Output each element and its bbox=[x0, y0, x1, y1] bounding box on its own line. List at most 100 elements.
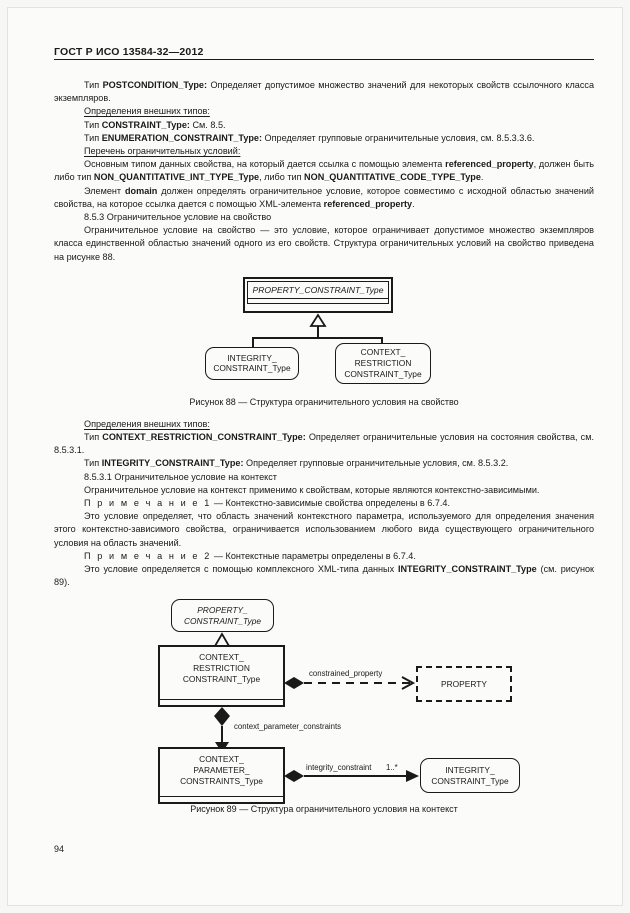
term-referenced-property-1: referenced_property bbox=[445, 159, 534, 170]
fig89-ict-line2: CONSTRAINT_Type bbox=[431, 775, 509, 786]
page-content: ГОСТ Р ИСО 13584-32—2012 Тип POSTCONDITI… bbox=[54, 46, 594, 814]
note-1-text: — Контекстно-зависимые свойства определе… bbox=[213, 498, 451, 509]
heading-external-types-label-2: Определения внешних типов: bbox=[84, 418, 210, 429]
term-non-quantitative-int-type: NON_QUANTITATIVE_INT_TYPE_Type bbox=[93, 172, 260, 183]
heading-external-type-definitions-1: Определения внешних типов: bbox=[54, 105, 594, 118]
term-context-restriction-rest: Определяет ограничительные условия на со… bbox=[54, 432, 595, 456]
term-enumeration-constraint-type: ENUMERATION_CONSTRAINT_Type: bbox=[101, 132, 263, 143]
fig88-fork bbox=[252, 336, 383, 339]
fig89-edge-label-integrity-constraint: integrity_constraint bbox=[306, 763, 372, 773]
fig89-crc-line1: CONTEXT_ bbox=[199, 652, 244, 663]
paragraph-basic-data-type: Основным типом данных свойства, на котор… bbox=[54, 158, 594, 184]
term-integrity-constraint-rest: Определяет групповые ограничительные усл… bbox=[246, 458, 509, 469]
term-postcondition-type: POSTCONDITION_Type: bbox=[102, 80, 208, 90]
fig88-branch-left bbox=[252, 336, 254, 348]
page-number: 94 bbox=[54, 844, 65, 854]
fig89-node-property-constraint-type-label: PROPERTY_CONSTRAINT_Type bbox=[184, 605, 261, 626]
p16-part-a: Это условие определяется с помощью компл… bbox=[84, 564, 398, 575]
paragraph-postcondition-type: Тип POSTCONDITION_Type: Определяет допус… bbox=[54, 80, 595, 104]
note-1: П р и м е ч а н и е 1 — Контекстно-завис… bbox=[54, 497, 594, 510]
term-integrity-constraint-type-2: INTEGRITY_CONSTRAINT_Type bbox=[397, 564, 537, 575]
term-enumeration-constraint-rest: Определяет групповые ограничительные усл… bbox=[264, 132, 535, 143]
fig89-edge-label-context-parameter-constraints: context_parameter_constraints bbox=[234, 722, 342, 732]
fig88-connectors bbox=[309, 313, 327, 327]
fig88-ctxres-line1: CONTEXT_ bbox=[360, 347, 406, 358]
fig89-crc-line3: CONSTRAINT_Type bbox=[182, 673, 261, 684]
paragraph-enumeration-constraint-type: Тип ENUMERATION_CONSTRAINT_Type: Определ… bbox=[84, 132, 535, 143]
fig89-node-integrity-constraint-type: INTEGRITY_CONSTRAINT_Type bbox=[420, 758, 520, 794]
fig89-node-context-parameter-constraints-type: CONTEXT_ PARAMETER_ CONSTRAINTS_Type bbox=[158, 747, 285, 805]
heading-external-types-label-1: Определения внешних типов: bbox=[84, 106, 210, 117]
term-integrity-constraint-type: INTEGRITY_CONSTRAINT_Type: bbox=[101, 458, 244, 469]
term-constraint-type-rest: См. 8.5. bbox=[192, 119, 226, 130]
fig88-integrity-line2: CONSTRAINT_Type bbox=[213, 363, 291, 374]
fig89-node-integrity-constraint-type-label: INTEGRITY_CONSTRAINT_Type bbox=[431, 765, 508, 786]
fig89-node-property: PROPERTY bbox=[416, 666, 512, 703]
fig89-cpc-compartment-divider bbox=[160, 796, 283, 798]
figure-88: PROPERTY_CONSTRAINT_Type INTEGRITY_CONST… bbox=[54, 275, 594, 393]
fig88-stem bbox=[317, 325, 319, 338]
paragraph-condition-xml-type: Это условие определяется с помощью компл… bbox=[54, 563, 594, 589]
figure-89: PROPERTY_CONSTRAINT_Type bbox=[54, 595, 594, 805]
paragraph-property-constraint-definition: Ограничительное условие на свойство — эт… bbox=[54, 225, 594, 262]
figure-89-caption: Рисунок 89 — Структура ограничительного … bbox=[190, 804, 458, 815]
spacer-after-figure-88 bbox=[54, 407, 594, 418]
fig89-edge-label-constrained-property: constrained_property bbox=[309, 669, 383, 679]
term-referenced-property-2: referenced_property bbox=[323, 198, 413, 209]
fig88-node-integrity-constraint-type: INTEGRITY_CONSTRAINT_Type bbox=[205, 346, 299, 380]
term-non-quantitative-code-type: NON_QUANTITATIVE_CODE_TYPE_Type bbox=[304, 172, 481, 183]
p6-part-e: . bbox=[480, 172, 484, 183]
fig89-composition-diamond-context-parameter bbox=[214, 707, 230, 727]
paragraph-context-restriction-applies: Ограничительное условие на контекст прим… bbox=[84, 484, 540, 495]
term-constraint-type: CONSTRAINT_Type: bbox=[101, 119, 190, 130]
spacer-before-figure-88 bbox=[54, 264, 594, 275]
fig89-pc-line2: CONSTRAINT_Type bbox=[183, 615, 262, 626]
fig88-ctxres-line3: CONSTRAINT_Type bbox=[344, 368, 422, 379]
paragraph-integrity-constraint-type: Тип INTEGRITY_CONSTRAINT_Type: Определяе… bbox=[84, 458, 509, 469]
fig88-node-integrity-constraint-type-label: INTEGRITY_CONSTRAINT_Type bbox=[213, 353, 290, 374]
fig89-ict-line1: INTEGRITY_ bbox=[445, 765, 495, 776]
fig88-node-property-constraint-type: PROPERTY_CONSTRAINT_Type bbox=[243, 276, 393, 313]
heading-8-5-3-1: 8.5.3.1 Ограничительное условие на конте… bbox=[84, 471, 277, 482]
paragraph-domain-element: Элемент domain должен определять огранич… bbox=[54, 185, 594, 211]
p7-part-c: должен определять ограничительное услови… bbox=[54, 185, 594, 209]
p7-part-a: Элемент bbox=[84, 185, 125, 196]
note-2: П р и м е ч а н и е 2 — Контекстные пара… bbox=[54, 550, 594, 563]
figure-88-caption: Рисунок 88 — Структура ограничительного … bbox=[189, 396, 459, 407]
fig89-crc-compartment-divider bbox=[160, 699, 283, 701]
heading-constraint-list-label: Перечень ограничительных условий: bbox=[84, 146, 241, 157]
fig89-node-context-restriction-constraint-type: CONTEXT_ RESTRICTION CONSTRAINT_Type bbox=[158, 645, 285, 708]
fig89-connectors bbox=[213, 632, 419, 783]
document-standard-header: ГОСТ Р ИСО 13584-32—2012 bbox=[54, 46, 204, 58]
fig88-integrity-line1: INTEGRITY_ bbox=[227, 352, 277, 363]
page-sheet: ГОСТ Р ИСО 13584-32—2012 Тип POSTCONDITI… bbox=[8, 8, 622, 905]
p6-part-a: Основным типом данных свойства, на котор… bbox=[84, 159, 446, 170]
fig88-node-property-constraint-type-label: PROPERTY_CONSTRAINT_Type bbox=[247, 280, 389, 298]
fig89-cpc-line3: CONSTRAINTS_Type bbox=[180, 775, 263, 786]
fig89-cpc-line2: PARAMETER_ bbox=[193, 765, 250, 776]
fig89-edge-label-integrity-multiplicity: 1..* bbox=[386, 763, 398, 773]
type-word-1: Тип bbox=[84, 119, 100, 130]
p6-part-c: , должен быть либо тип bbox=[54, 159, 594, 183]
heading-external-type-definitions-2: Определения внешних типов: bbox=[54, 418, 594, 431]
fig89-crc-line2: RESTRICTION bbox=[193, 663, 250, 674]
fig89-cpc-line1: CONTEXT_ bbox=[199, 754, 244, 765]
paragraph-condition-definition: Это условие определяет, что область знач… bbox=[54, 511, 594, 548]
heading-8-5-3: 8.5.3 Ограничительное условие на свойств… bbox=[84, 212, 272, 223]
p7-part-d: . bbox=[412, 198, 415, 209]
note-2-text: — Контекстные параметры определены в 6.7… bbox=[213, 550, 416, 561]
fig89-node-property-label: PROPERTY bbox=[441, 679, 487, 690]
fig89-arrowhead-constrained-property bbox=[401, 676, 416, 691]
paragraph-constraint-type: Тип CONSTRAINT_Type: См. 8.5. bbox=[54, 119, 594, 132]
fig88-branch-right bbox=[381, 336, 383, 348]
p6-part-d: , либо тип bbox=[259, 172, 305, 183]
note-2-label: П р и м е ч а н и е 2 bbox=[84, 550, 212, 561]
fig89-node-property-constraint-type: PROPERTY_CONSTRAINT_Type bbox=[171, 599, 274, 633]
header-rule bbox=[54, 59, 594, 60]
fig88-node-property-constraint-type-compartment bbox=[247, 297, 389, 304]
heading-constraint-list: Перечень ограничительных условий: bbox=[54, 145, 594, 158]
paragraph-context-restriction-constraint-type: Тип CONTEXT_RESTRICTION_CONSTRAINT_Type:… bbox=[54, 432, 595, 456]
